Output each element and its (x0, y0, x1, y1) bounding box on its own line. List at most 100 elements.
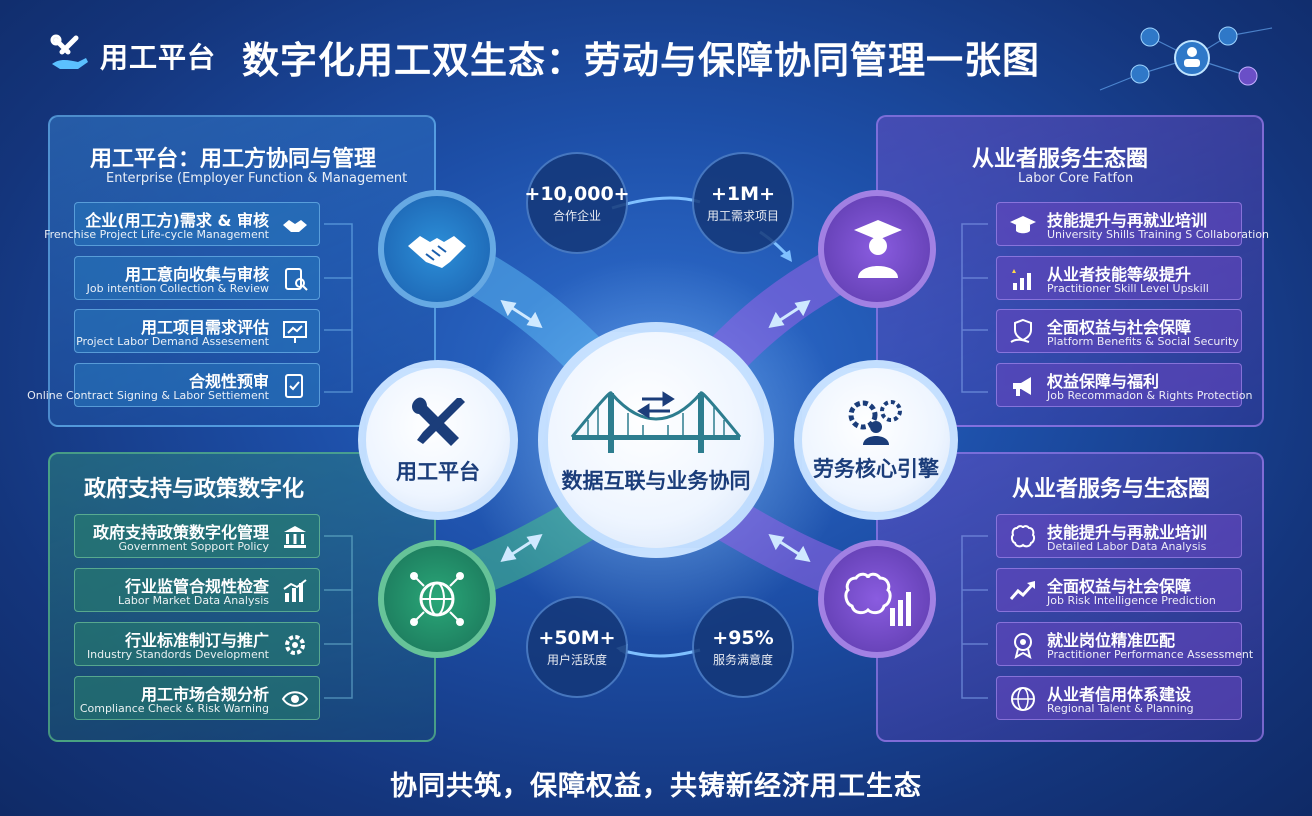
medal-icon (1014, 633, 1032, 659)
list-item[interactable]: 全面权益与社会保障 Job Risk Intelligence Predicti… (996, 568, 1242, 612)
item-label: 政府支持政策数字化管理 (92, 523, 269, 542)
item-sub: Practitioner Skill Level Upskill (1047, 282, 1209, 295)
government-building-icon (284, 526, 306, 548)
training-node[interactable] (818, 190, 936, 308)
handshake-icon (283, 220, 307, 232)
globe-network-icon (410, 572, 464, 626)
list-item[interactable]: 技能提升与再就业培训 Detailed Labor Data Analysis (996, 514, 1242, 558)
panel-services-title: 从业者服务与生态圈 (1012, 477, 1211, 502)
item-sub: Job intention Collection & Review (86, 282, 269, 295)
list-item[interactable]: 技能提升与再就业培训 University Shills Training S … (996, 202, 1269, 246)
item-sub: Platform Benefits & Social Security (1047, 335, 1239, 348)
item-label: 合规性预审 (188, 372, 269, 391)
footer-tagline: 协同共筑，保障权益，共铸新经济用工生态 (390, 771, 922, 802)
page-title: 数字化用工双生态：劳动与保障协同管理一张图 (242, 39, 1040, 82)
item-sub: Job Recommadon & Rights Protection (1047, 389, 1253, 402)
list-item[interactable]: 用工意向收集与审核 Job intention Collection & Rev… (74, 256, 320, 300)
gears-people-icon (848, 400, 902, 445)
stat-satisfaction: +95% 服务满意度 (692, 596, 794, 698)
item-sub: Practitioner Performance Assessment (1047, 648, 1254, 661)
item-sub: Government Sopport Policy (118, 540, 269, 553)
item-sub: Industry Standords Development (86, 648, 269, 661)
arrows (500, 300, 811, 562)
item-label: 行业监管合规性检查 (124, 577, 269, 596)
list-item[interactable]: 行业标准制订与推广 Industry Standords Development (74, 622, 320, 666)
brain-chip-icon (1010, 525, 1036, 548)
stat-demand-projects: +1M+ 用工需求项目 (692, 152, 794, 254)
panel-practitioner-subtitle: Labor Core Fatfon (1018, 171, 1134, 186)
wrench-hand-logo-icon (50, 34, 88, 69)
panel-employer-subtitle: Enterprise (Employer Function & Manageme… (106, 171, 408, 186)
item-label: 从业者信用体系建设 (1047, 685, 1192, 704)
list-item[interactable]: 合规性预审 Online Contract Signing & Labor Se… (27, 363, 320, 407)
list-item[interactable]: 从业者技能等级提升 Practitioner Skill Level Upski… (996, 256, 1242, 300)
employer-platform-circle[interactable]: 用工平台 (358, 360, 518, 520)
item-label: 用工市场合规分析 (140, 685, 269, 704)
graduation-person-icon (854, 220, 902, 278)
item-label: 技能提升与再就业培训 (1047, 211, 1208, 230)
analytics-node[interactable] (818, 540, 936, 658)
wrench-screwdriver-icon (412, 397, 465, 446)
item-label: 从业者技能等级提升 (1047, 265, 1192, 284)
list-item[interactable]: 从业者信用体系建设 Regional Talent & Planning (996, 676, 1242, 720)
graduation-cap-icon (1010, 216, 1036, 234)
list-item[interactable]: 用工市场合规分析 Compliance Check & Risk Warning (74, 676, 320, 720)
item-label: 行业标准制订与推广 (124, 631, 269, 650)
list-item[interactable]: 就业岗位精准匹配 Practitioner Performance Assess… (996, 622, 1253, 666)
logo-text: 用工平台 (100, 41, 217, 74)
presentation-chart-icon (283, 321, 307, 343)
handshake-icon (408, 236, 466, 268)
trend-arrow-icon (1009, 581, 1035, 600)
panel-practitioner-title: 从业者服务生态圈 (972, 147, 1149, 172)
item-sub: Regional Talent & Planning (1047, 702, 1194, 715)
item-label: 就业岗位精准匹配 (1047, 631, 1176, 650)
globe-icon (1011, 687, 1035, 711)
list-item[interactable]: 全面权益与社会保障 Platform Benefits & Social Sec… (996, 309, 1242, 353)
item-label: 全面权益与社会保障 (1047, 577, 1192, 596)
item-label: 用工意向收集与审核 (124, 265, 269, 284)
item-label: 技能提升与再就业培训 (1047, 523, 1208, 542)
item-sub: Frenchise Project Life-cycle Management (44, 228, 269, 241)
government-node[interactable] (378, 540, 496, 658)
item-sub: University Shills Training S Collaborati… (1047, 228, 1270, 241)
shield-hand-icon (1010, 318, 1032, 343)
list-item[interactable]: 政府支持政策数字化管理 Government Sopport Policy (74, 514, 320, 558)
megaphone-icon (1013, 377, 1031, 396)
list-item[interactable]: 权益保障与福利 Job Recommadon & Rights Protecti… (996, 363, 1252, 407)
employer-node[interactable] (378, 190, 496, 308)
stat-label: 服务满意度 (712, 652, 773, 667)
item-sub: Project Labor Demand Assesement (76, 335, 269, 348)
stat-partner-companies: +10,000+ 合作企业 (524, 152, 630, 254)
item-sub: Online Contract Signing & Labor Settieme… (27, 389, 269, 402)
stat-value: +95% (712, 626, 774, 649)
stat-value: +1M+ (711, 182, 775, 205)
item-label: 权益保障与福利 (1047, 372, 1160, 391)
item-label: 用工项目需求评估 (140, 318, 269, 337)
list-item[interactable]: 行业监管合规性检查 Labor Market Data Analysis (74, 568, 320, 612)
labor-engine-circle[interactable]: 劳务核心引擎 (794, 360, 958, 520)
stat-value: +50M+ (538, 626, 616, 649)
eye-warning-icon (281, 691, 309, 707)
list-item[interactable]: 企业(用工方)需求 & 审核 Frenchise Project Life-cy… (44, 202, 320, 246)
brain-chart-icon (844, 572, 911, 626)
stat-label: 合作企业 (552, 208, 601, 223)
network-nodes (1130, 26, 1258, 86)
item-sub: Job Risk Intelligence Prediction (1047, 594, 1216, 607)
stat-label: 用户活跃度 (546, 652, 607, 667)
employer-platform-label: 用工平台 (396, 460, 480, 484)
list-item[interactable]: 用工项目需求评估 Project Labor Demand Assesement (74, 309, 320, 353)
data-hub-label: 数据互联与业务协同 (561, 469, 751, 493)
clipboard-search-icon (285, 268, 308, 291)
item-sub: Detailed Labor Data Analysis (1047, 540, 1207, 553)
panel-employer-title: 用工平台：用工方协同与管理 (90, 147, 377, 172)
labor-engine-label: 劳务核心引擎 (813, 457, 939, 481)
bridge-icon (570, 391, 742, 453)
item-label: 全面权益与社会保障 (1047, 318, 1192, 337)
item-sub: Labor Market Data Analysis (118, 594, 269, 607)
data-hub-circle[interactable]: 数据互联与业务协同 (538, 322, 774, 558)
gear-icon (285, 635, 305, 655)
item-sub: Compliance Check & Risk Warning (79, 702, 269, 715)
item-label: 企业(用工方)需求 & 审核 (85, 211, 269, 230)
panel-government-title: 政府支持与政策数字化 (84, 477, 305, 502)
